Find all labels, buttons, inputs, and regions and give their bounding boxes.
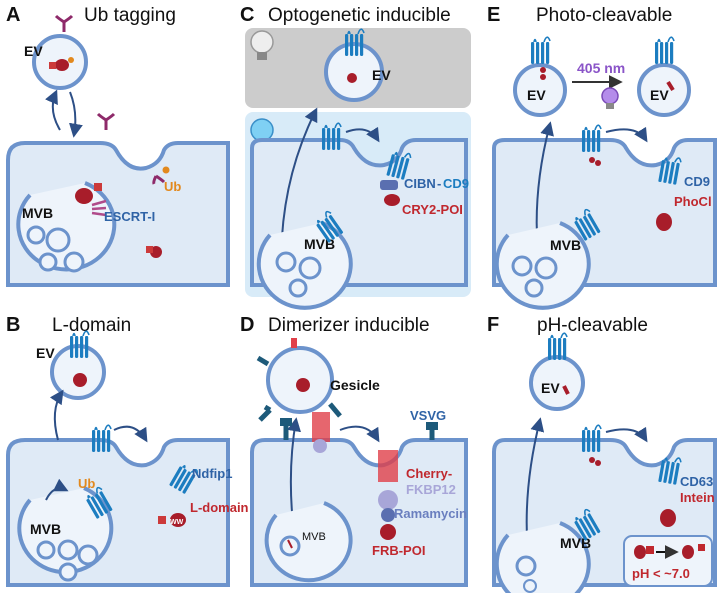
phocl-label: PhoCl [674,194,712,209]
mvb-label: MVB [560,535,591,551]
ev-vesicle-before [513,63,567,117]
panel-c-letter: C [240,4,254,26]
lightbulb-off-icon [250,30,274,60]
panel-a-title: Ub tagging [84,5,176,26]
panel-d-letter: D [240,314,254,336]
panel-d-title: Dimerizer inducible [268,315,430,336]
ub-label: Ub [164,179,181,194]
panel-e: E Photo-cleavable EV 405 nm EV CD9 PhoCl… [487,4,717,310]
lightbulb-purple-icon [601,87,619,109]
cibn-label: CIBN [404,176,436,191]
fkbp-label: FKBP12 [406,482,456,497]
panel-c-title: Optogenetic inducible [268,5,451,26]
mvb-label: MVB [302,531,326,543]
ldomain-label: L-domain [190,500,249,515]
rapamycin-label: Ramamycin [394,506,467,521]
ub-label: Ub [78,476,95,491]
panel-f-letter: F [487,314,499,336]
ev-label-after: EV [650,87,669,103]
cry2-label: CRY2-POI [402,202,463,217]
cd9-label: CD9 [684,174,710,189]
panel-d: D Dimerizer inducible Gesicle VSVG Cherr… [240,314,468,587]
panel-c: C Optogenetic inducible EV CIBN - CD9 CR… [240,4,471,310]
ev-label: EV [24,43,43,59]
panel-e-letter: E [487,4,500,26]
frb-label: FRB-POI [372,543,425,558]
cibn-dash: - [437,176,441,191]
wavelength-label: 405 nm [577,60,625,76]
mvb [494,521,591,598]
ww-label: WW [170,519,184,526]
mvb [264,501,353,583]
ev-label-before: EV [527,87,546,103]
panel-f-title: pH-cleavable [537,315,648,336]
panel-b-letter: B [6,314,20,336]
ph-condition-label: pH < ~7.0 [632,566,690,581]
mvb-label: MVB [304,236,335,252]
ev-vesicle-after [637,63,691,117]
ev-vesicle [529,355,585,411]
panel-a: A Ub tagging EV Ub MVB ESCRT-I [6,4,230,287]
panel-e-title: Photo-cleavable [536,5,672,26]
ev-label: EV [541,380,560,396]
panel-a-letter: A [6,4,20,26]
cherry-label: Cherry- [406,466,452,481]
mvb-label: MVB [22,205,53,221]
ev-label: EV [36,345,55,361]
cd9-label: CD9 [443,176,469,191]
mvb-label: MVB [30,521,61,537]
panel-b: B L-domain EV Ndfip1 WW L-domain MVB Ub [6,314,249,587]
ev-vesicle [324,42,384,102]
gesicle-label: Gesicle [330,377,380,393]
cd63-label: CD63 [680,474,713,489]
intein-label: Intein [680,490,715,505]
ev-label: EV [372,67,391,83]
ndfip-label: Ndfip1 [192,466,232,481]
vsvg-label: VSVG [410,408,446,423]
panel-f: F pH-cleavable EV CD63 Intein MVB pH < ~… [487,314,717,598]
escrt-label: ESCRT-I [104,209,155,224]
mvb-label: MVB [550,237,581,253]
panel-b-title: L-domain [52,315,131,336]
